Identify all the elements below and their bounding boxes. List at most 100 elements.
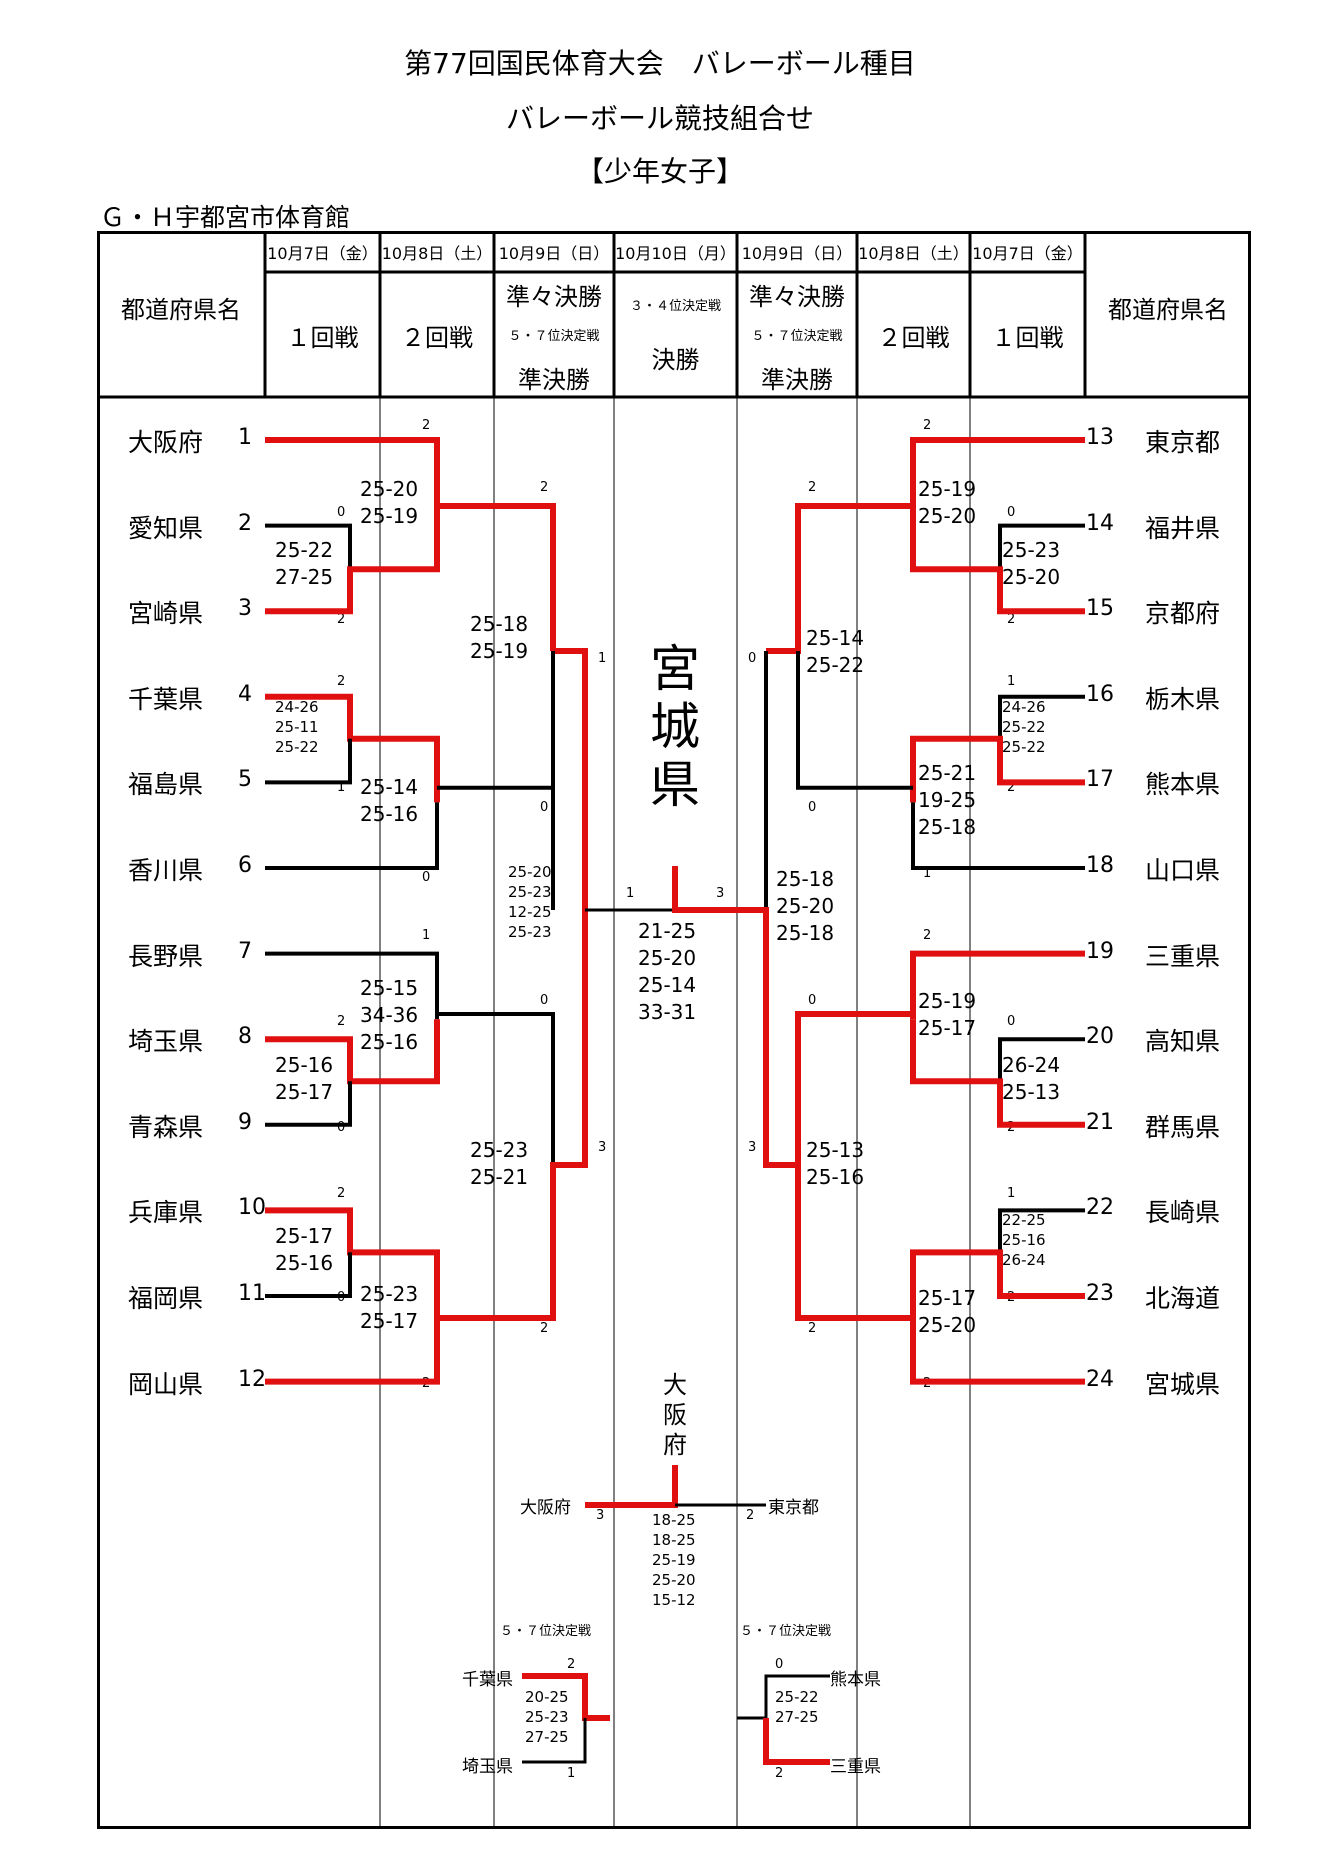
team-name-left: 香川県: [128, 856, 204, 885]
path-qf-left-1b: [437, 651, 555, 790]
path-kyoto: [910, 506, 1085, 615]
team-seed-left: 5: [238, 767, 252, 793]
path-aomori: [265, 1081, 352, 1127]
team-seed-right: 13: [1086, 425, 1114, 450]
set-count: 3: [716, 886, 725, 901]
bracket-frame: [97, 231, 1251, 1829]
score-left-qf-a: 25-18 25-19: [470, 612, 529, 663]
score-left-r2-d: 25-23 25-17: [360, 1282, 419, 1333]
set-count: 2: [808, 480, 817, 495]
bracket-path: [763, 1718, 830, 1765]
set-count: 0: [337, 505, 346, 520]
path-aichi: [265, 523, 352, 570]
score-left-r1-d: 25-17 25-16: [275, 1224, 334, 1275]
team-seed-left: 8: [238, 1024, 252, 1050]
set-count: 3: [748, 1140, 757, 1155]
place57-left-bottom-team: 埼玉県: [462, 1757, 513, 1777]
path-final-right: [672, 866, 913, 1321]
team-seed-right: 14: [1086, 510, 1114, 536]
set-count: 3: [598, 1140, 607, 1155]
header-date: 10月10日（月）: [615, 244, 736, 263]
path-kagawa: [265, 802, 439, 870]
path-yamaguchi: [911, 802, 1085, 870]
header-semifinal-left: 準決勝: [518, 366, 590, 394]
header-final: 決勝: [651, 346, 700, 374]
score-right-r1-c: 26-24 25-13: [1002, 1053, 1061, 1104]
set-count: 0: [808, 993, 817, 1008]
place57-label-right: ５・７位決定戦: [740, 1624, 832, 1639]
score-right-sf: 25-18 25-20 25-18: [776, 867, 835, 945]
path-fukuoka: [265, 1252, 352, 1298]
set-count: 0: [337, 1120, 346, 1135]
path-miyazaki: [265, 510, 440, 615]
path-hokkaido: [910, 1249, 1085, 1316]
path-tochigi: [998, 694, 1085, 739]
path-p57-right: [737, 1674, 830, 1720]
team-name-left: 福島県: [128, 770, 204, 800]
team-seed-left: 3: [238, 596, 252, 622]
team-name-right: 京都府: [1145, 599, 1221, 629]
team-seed-left: 12: [238, 1366, 266, 1392]
set-count: 3: [596, 1508, 605, 1523]
set-count: 0: [748, 651, 757, 666]
team-name-right: 三重県: [1145, 941, 1221, 971]
team-name-left: 宮崎県: [128, 599, 204, 629]
set-count: 2: [422, 418, 431, 433]
team-name-left: 長野県: [128, 941, 204, 971]
team-seed-left: 10: [238, 1195, 266, 1221]
path-sf-left-bot: [437, 910, 588, 1321]
header-prefecture-left: 都道府県名: [121, 296, 241, 324]
set-count: 2: [337, 674, 346, 689]
score-right-qf-a: 25-14 25-22: [806, 626, 865, 677]
set-count: 2: [337, 612, 346, 627]
team-name-left: 大阪府: [128, 428, 204, 457]
header-date: 10月9日（日）: [741, 244, 853, 263]
team-name-left: 青森県: [128, 1112, 204, 1142]
path-kumamoto: [910, 735, 1085, 803]
score-left-r1-a: 25-22 27-25: [275, 538, 334, 589]
bracket-path: [796, 651, 913, 790]
team-seed-right: 15: [1086, 596, 1114, 622]
header-date: 10月8日（土）: [381, 244, 493, 263]
score-right-r2-c: 25-19 25-17: [918, 989, 977, 1040]
page-subtitle: バレーボール競技組合せ: [505, 102, 814, 135]
team-name-right: 東京都: [1145, 428, 1221, 457]
score-left-r2-a: 25-20 25-19: [360, 477, 419, 528]
set-count: 2: [923, 928, 932, 943]
bracket-path: [522, 1718, 587, 1764]
path-p57-left: [522, 1673, 610, 1721]
team-seed-left: 2: [238, 510, 252, 536]
path-tokyo: [910, 437, 1085, 506]
team-seed-right: 21: [1086, 1109, 1114, 1135]
set-count: 1: [337, 780, 346, 795]
team-name-right: 宮城県: [1145, 1369, 1221, 1399]
set-count: 2: [540, 1321, 549, 1336]
set-count: 0: [422, 870, 431, 885]
team-seed-right: 22: [1086, 1195, 1114, 1221]
team-seed-right: 17: [1086, 767, 1114, 793]
path-qf-right-1: [766, 503, 913, 654]
header-date: 10月9日（日）: [498, 244, 610, 263]
set-count: 1: [1007, 1186, 1016, 1201]
team-seed-right: 24: [1086, 1366, 1114, 1392]
third-place-team-left: 大阪府: [520, 1498, 571, 1518]
header-date: 10月7日（金）: [972, 244, 1083, 263]
header-quarterfinal-left: 準々決勝: [506, 283, 602, 311]
path-miyagi: [910, 1316, 1085, 1385]
set-count: 2: [337, 1014, 346, 1029]
team-name-left: 千葉県: [128, 684, 204, 714]
team-name-right: 熊本県: [1145, 770, 1221, 800]
header-round2-left: ２回戦: [401, 324, 473, 352]
set-count: 0: [775, 1657, 784, 1672]
team-seed-left: 11: [238, 1281, 266, 1306]
header-round2-right: ２回戦: [877, 324, 950, 352]
score-right-r1-d: 22-25 25-16 26-24: [1002, 1211, 1046, 1269]
team-name-right: 山口県: [1145, 856, 1221, 885]
score-left-r1-b: 24-26 25-11 25-22: [275, 698, 319, 756]
set-count: 2: [923, 418, 932, 433]
set-count: 1: [567, 1766, 576, 1781]
team-name-left: 埼玉県: [128, 1027, 204, 1057]
score-left-r1-c: 25-16 25-17: [275, 1053, 334, 1104]
team-seed-right: 18: [1086, 853, 1114, 878]
champion-name: 宮 城 県: [650, 640, 700, 814]
